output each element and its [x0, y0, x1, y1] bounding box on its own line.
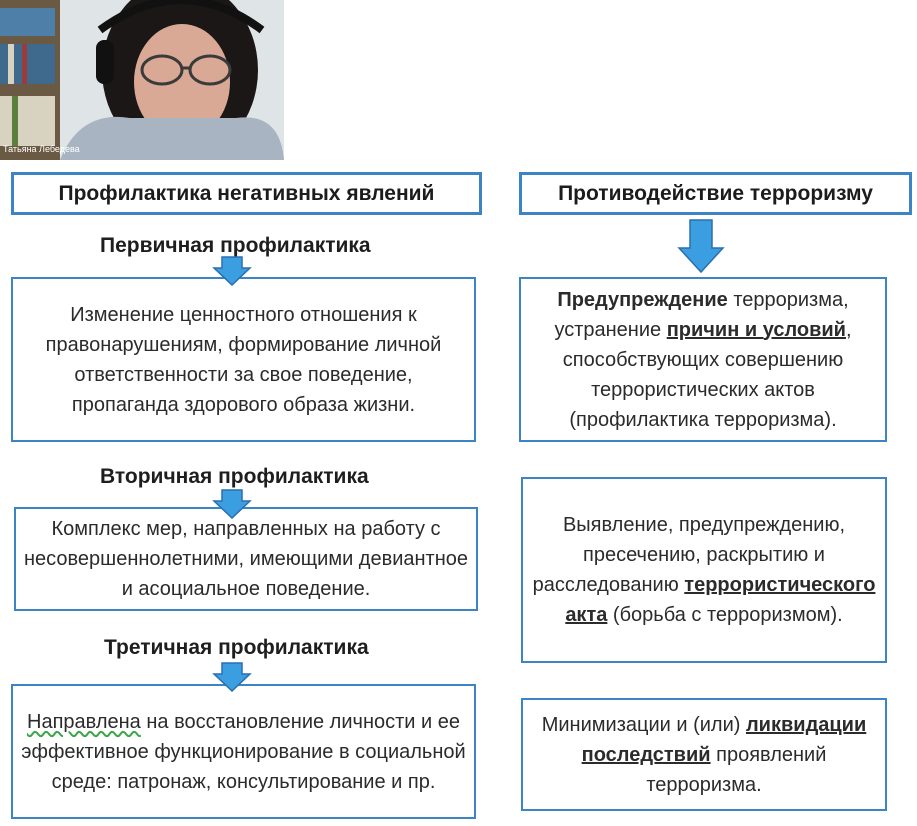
left-title-box: Профилактика негативных явлений	[11, 172, 482, 215]
section-heading-primary: Первичная профилактика	[100, 234, 371, 257]
participant-name-label: Татьяна Лебедева	[3, 144, 80, 154]
tertiary-text-rest: на восстановление личности и ее эффектив…	[21, 710, 466, 793]
terrorism-consequences-box: Минимизации и (или) ликвидации последств…	[521, 698, 887, 811]
webcam-video-tile[interactable]: Татьяна Лебедева	[0, 0, 284, 160]
right-title: Противодействие терроризму	[558, 181, 873, 205]
text-part: (борьба с терроризмом).	[607, 604, 843, 626]
primary-prevention-text: Изменение ценностного отношения к правон…	[45, 303, 442, 416]
terrorism-combat-text: Выявление, предупреждению, пресечению, р…	[531, 510, 877, 630]
arrow-down-icon	[677, 219, 725, 274]
terrorism-prevention-text: Предупреждение терроризма, устранение пр…	[529, 285, 877, 435]
left-title: Профилактика негативных явлений	[58, 181, 435, 205]
section-heading-secondary: Вторичная профилактика	[100, 465, 369, 488]
arrow-down-icon	[212, 489, 252, 519]
primary-prevention-box: Изменение ценностного отношения к правон…	[11, 277, 476, 442]
text-part: Выявление, предупреждению, пресечению, р…	[532, 514, 846, 596]
webcam-video-image	[0, 0, 284, 160]
bold-term-prevention: Предупреждение	[557, 288, 728, 311]
section-heading-tertiary: Третичная профилактика	[104, 636, 369, 659]
text-part: , способствующих совершению террористиче…	[562, 318, 852, 431]
secondary-prevention-text: Комплекс мер, направленных на работу с н…	[24, 518, 469, 600]
right-title-box: Противодействие терроризму	[519, 172, 912, 215]
tertiary-underlined-word: Направлена	[27, 710, 141, 733]
secondary-prevention-box: Комплекс мер, направленных на работу с н…	[14, 507, 478, 611]
tertiary-prevention-text: Направлена на восстановление личности и …	[21, 707, 466, 797]
terrorism-consequences-text: Минимизации и (или) ликвидации последств…	[531, 710, 877, 800]
text-part: Минимизации и (или)	[541, 713, 746, 736]
arrow-down-icon	[212, 662, 252, 692]
text-part: терроризма, устранение	[554, 288, 849, 341]
bold-term-terror-act: террористического акта	[565, 574, 876, 626]
text-part: проявлений терроризма.	[646, 743, 827, 796]
arrow-down-icon	[212, 256, 252, 286]
bold-term-consequences: ликвидации последствий	[581, 713, 867, 766]
terrorism-combat-box: Выявление, предупреждению, пресечению, р…	[521, 477, 887, 663]
bold-term-causes: причин и условий	[666, 318, 846, 341]
terrorism-prevention-box: Предупреждение терроризма, устранение пр…	[519, 277, 887, 442]
tertiary-prevention-box: Направлена на восстановление личности и …	[11, 684, 476, 819]
